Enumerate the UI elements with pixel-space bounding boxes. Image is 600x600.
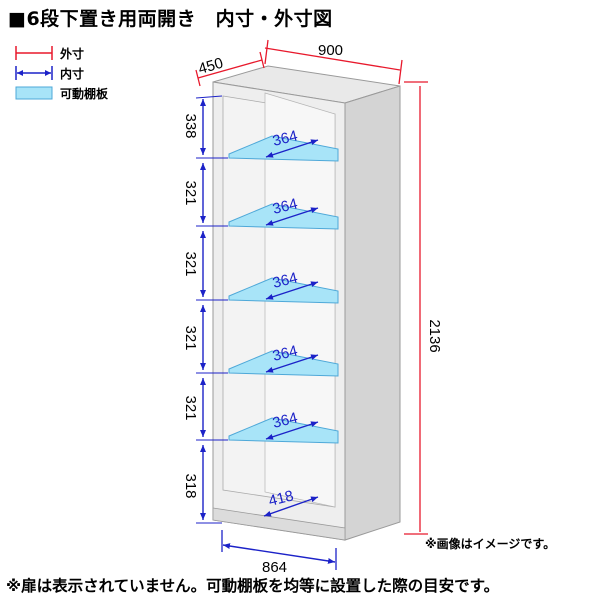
inner-width-dim: 864 — [221, 530, 337, 576]
outer-depth-label: 450 — [196, 55, 225, 78]
inner-width-label: 864 — [262, 559, 287, 576]
page-title: ■6段下置き用両開き 内寸・外寸図 — [8, 8, 333, 30]
legend-inner-label: 内寸 — [60, 67, 85, 81]
legend: 外寸 内寸 可動棚板 — [14, 44, 108, 104]
height-label-5: 321 — [182, 395, 199, 420]
height-label-2: 321 — [182, 180, 199, 205]
height-label-6: 318 — [182, 473, 199, 498]
inner-heights-dims: 338 321 321 321 321 318 — [182, 95, 228, 524]
height-label-4: 321 — [182, 325, 199, 350]
shelf-5-depth-label: 364 — [271, 409, 299, 432]
footer-note: ※扉は表示されていません。可動棚板を均等に設置した際の目安です。 — [6, 577, 500, 595]
outer-width-label: 900 — [318, 42, 343, 59]
shelf-2-depth-label: 364 — [271, 195, 299, 218]
legend-shelf: 可動棚板 — [14, 84, 108, 104]
legend-inner: 内寸 — [14, 64, 84, 84]
height-label-1: 338 — [182, 113, 199, 138]
image-note: ※画像はイメージです。 — [425, 537, 556, 551]
shelf-swatch-icon — [15, 86, 53, 100]
outer-width-dim: 900 — [264, 39, 403, 85]
shelf-3-depth-label: 364 — [271, 269, 299, 292]
legend-outer: 外寸 — [14, 44, 84, 64]
inner-dimension-arrow-icon — [15, 66, 53, 80]
outer-height-label: 2136 — [426, 319, 443, 352]
shelf-depth-dims: 364 364 364 364 364 418 — [263, 127, 319, 517]
shelf-1-depth-label: 364 — [271, 127, 299, 150]
cabinet-body — [212, 65, 401, 541]
outer-height-dim: 2136 — [404, 81, 443, 535]
legend-shelf-label: 可動棚板 — [60, 87, 109, 101]
legend-outer-label: 外寸 — [60, 47, 85, 61]
outer-depth-dim: 450 — [195, 51, 265, 87]
shelf-4-depth-label: 364 — [271, 342, 299, 365]
height-label-3: 321 — [182, 251, 199, 276]
outer-dimension-line-icon — [15, 46, 53, 60]
bottom-depth-label: 418 — [267, 487, 295, 510]
